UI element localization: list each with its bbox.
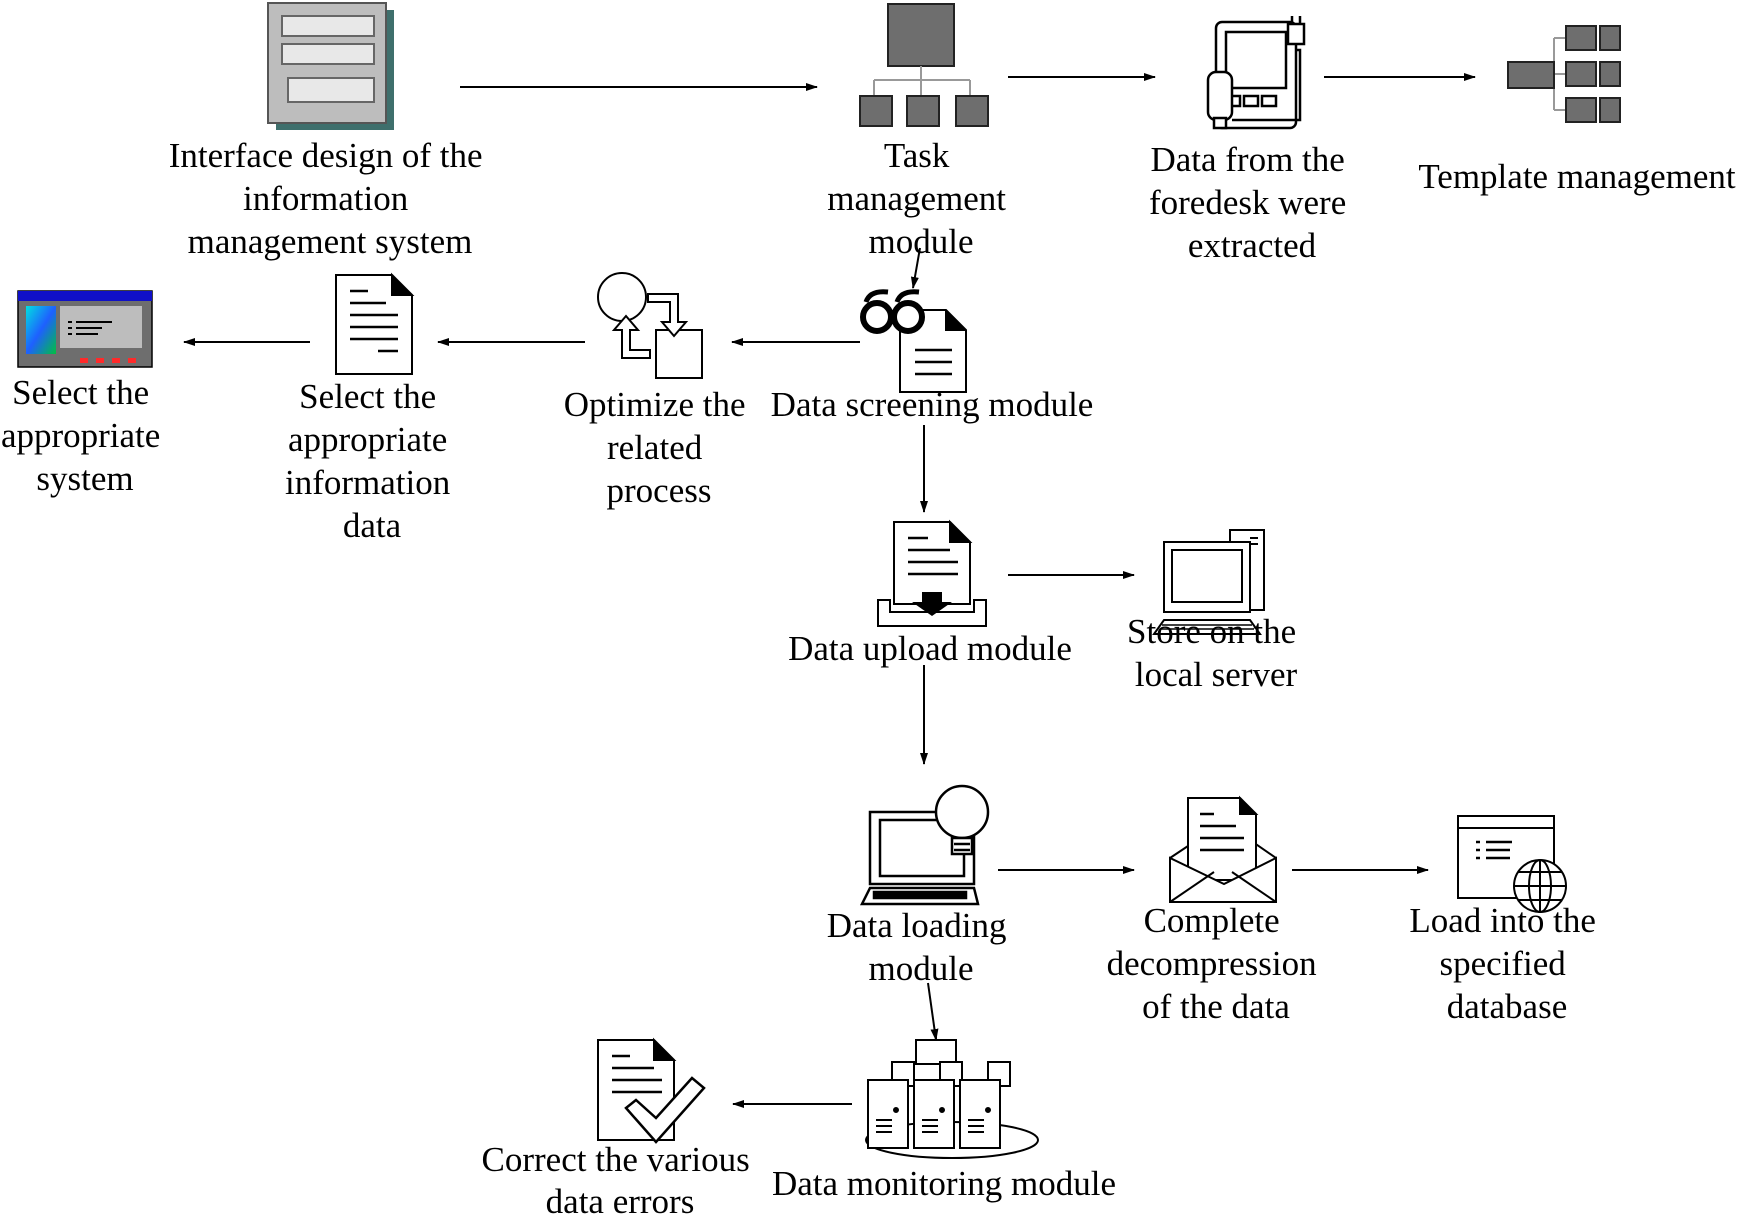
label-data-foredesk: Data from the foredesk were extracted — [1149, 140, 1355, 265]
desktop-computer-icon — [1152, 529, 1265, 635]
inbox-upload-icon — [877, 519, 987, 627]
form-window-icon — [267, 2, 394, 130]
label-task-management: Task management module — [827, 136, 1015, 261]
server-cluster-icon — [865, 1032, 1039, 1159]
tree-blocks-icon — [1507, 25, 1621, 123]
labels: Interface design of the information mana… — [1, 136, 1736, 1220]
document-icon — [335, 272, 415, 375]
checked-document-icon — [597, 1037, 706, 1144]
label-template-management: Template management — [1418, 157, 1736, 196]
label-data-loading: Data loading module — [827, 906, 1016, 988]
glasses-document-icon — [860, 289, 967, 393]
arrow-task-to-screening — [910, 247, 921, 289]
label-data-monitoring: Data monitoring module — [772, 1164, 1116, 1203]
process-cycle-icon — [597, 272, 703, 379]
arrow-loading-to-monitoring — [927, 982, 939, 1041]
label-data-screening: Data screening module — [771, 385, 1094, 424]
open-envelope-icon — [1169, 795, 1277, 903]
pda-device-icon — [1206, 16, 1306, 130]
label-local-server: Store on the local server — [1127, 612, 1305, 694]
label-data-upload: Data upload module — [788, 629, 1072, 668]
web-database-icon — [1457, 815, 1567, 913]
org-chart-icon — [859, 3, 989, 127]
laptop-lightbulb-icon — [859, 784, 990, 906]
label-optimize-process: Optimize the related process — [564, 385, 755, 510]
label-select-information-data: Select the appropriate information data — [285, 377, 459, 545]
label-interface-design: Interface design of the information mana… — [169, 136, 492, 261]
label-decompression: Complete decompression of the data — [1107, 901, 1326, 1026]
label-select-system: Select the appropriate system — [1, 373, 169, 498]
label-correct-errors: Correct the various data errors — [482, 1140, 759, 1220]
application-window-icon — [17, 290, 153, 368]
label-load-database: Load into the specified database — [1409, 901, 1604, 1026]
connectors — [183, 73, 1476, 1108]
